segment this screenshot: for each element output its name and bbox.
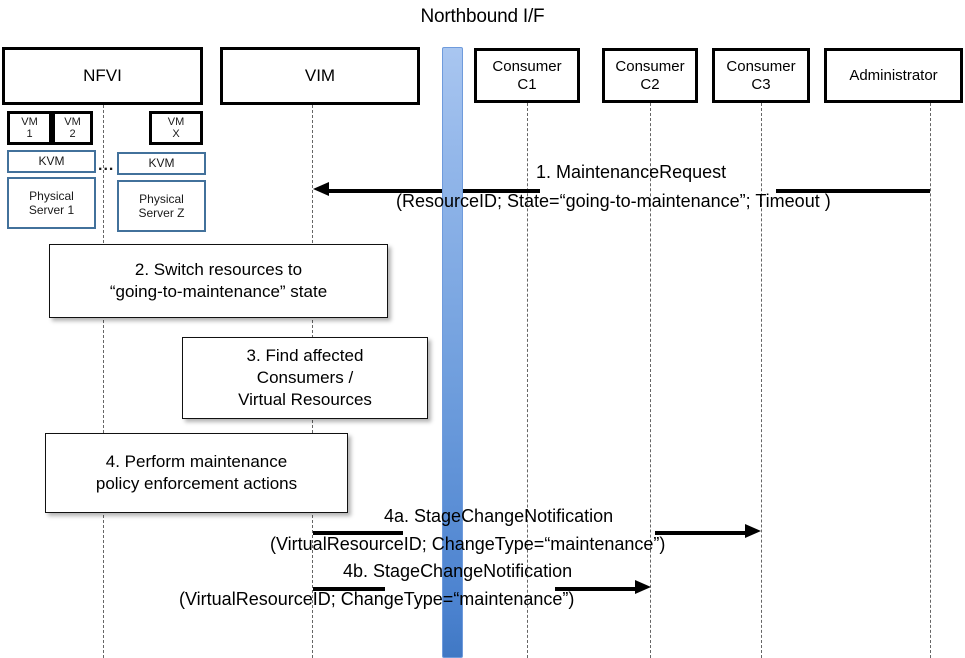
- lifeline-c1: [527, 103, 528, 658]
- message-1-label: 1. MaintenanceRequest: [536, 162, 727, 182]
- actor-box-consumer-c1[interactable]: Consumer C1: [474, 48, 580, 103]
- server-ellipsis: ...: [98, 157, 115, 174]
- actor-box-vim[interactable]: VIM: [220, 47, 420, 105]
- message-4a-label: 4a. StageChangeNotification: [384, 506, 614, 526]
- physical-server-1-line1: Physical: [29, 188, 74, 203]
- step-4-line2: policy enforcement actions: [95, 474, 298, 493]
- actor-label-vim: VIM: [304, 65, 336, 85]
- vm-2-label-line2: 2: [69, 128, 76, 140]
- vm-2-label-line1: VM: [64, 115, 81, 128]
- message-1-params: (ResourceID; State=“going-to-maintenance…: [396, 191, 831, 211]
- kvm-box-1[interactable]: KVM: [7, 150, 96, 173]
- message-4b-params: (VirtualResourceID; ChangeType=“maintena…: [179, 589, 575, 609]
- lifeline-c3: [761, 103, 762, 658]
- actor-label-nfvi: NFVI: [83, 65, 122, 85]
- physical-server-z-line1: Physical: [139, 191, 184, 206]
- kvm-2-label: KVM: [148, 156, 175, 171]
- message-4a-params: (VirtualResourceID; ChangeType=“maintena…: [270, 534, 666, 554]
- message-4a-arrowhead: [745, 524, 761, 538]
- message-4b-label: 4b. StageChangeNotification: [343, 561, 573, 581]
- vm-box-x[interactable]: VM X: [149, 111, 203, 145]
- vm-1-label-line1: VM: [21, 115, 38, 128]
- lifeline-c2: [650, 103, 651, 658]
- actor-box-consumer-c3[interactable]: Consumer C3: [712, 48, 810, 103]
- step-box-2[interactable]: 2. Switch resources to “going-to-mainten…: [49, 244, 388, 318]
- physical-server-box-1[interactable]: Physical Server 1: [7, 177, 96, 229]
- step-3-line2: Consumers /: [256, 368, 354, 388]
- actor-box-administrator[interactable]: Administrator: [824, 48, 963, 103]
- vm-box-2[interactable]: VM 2: [52, 111, 93, 145]
- kvm-box-2[interactable]: KVM: [117, 152, 206, 175]
- physical-server-1-line2: Server 1: [28, 203, 75, 217]
- actor-box-consumer-c2[interactable]: Consumer C2: [602, 48, 698, 103]
- message-1-line-left: [328, 189, 540, 193]
- message-4a-line-right: [655, 531, 745, 535]
- message-4b-line-left: [313, 587, 385, 591]
- actor-box-nfvi[interactable]: NFVI: [2, 47, 203, 105]
- vm-box-1[interactable]: VM 1: [7, 111, 52, 145]
- physical-server-box-z[interactable]: Physical Server Z: [117, 180, 206, 232]
- message-4a-line-left: [313, 531, 403, 535]
- step-2-line1: 2. Switch resources to: [134, 260, 303, 280]
- step-3-line1: 3. Find affected: [246, 346, 364, 366]
- kvm-1-label: KVM: [38, 154, 65, 169]
- actor-label-c1-line1: Consumer: [492, 57, 562, 75]
- step-2-line2: “going-to-maintenance” state: [109, 282, 328, 301]
- actor-label-c1-line2: C1: [517, 75, 537, 93]
- physical-server-z-line2: Server Z: [138, 206, 185, 220]
- lifeline-nfvi: [103, 105, 104, 658]
- actor-label-c3-line1: Consumer: [726, 57, 796, 75]
- message-4b-arrowhead: [635, 580, 651, 594]
- lifeline-administrator: [930, 103, 931, 658]
- step-box-3[interactable]: 3. Find affected Consumers / Virtual Res…: [182, 337, 428, 419]
- actor-label-c2-line1: Consumer: [615, 57, 685, 75]
- step-4-line1: 4. Perform maintenance: [105, 452, 288, 472]
- vm-1-label-line2: 1: [26, 128, 33, 140]
- vm-x-label-line1: VM: [167, 115, 185, 128]
- diagram-title: Northbound I/F: [420, 6, 545, 27]
- vm-x-label-line2: X: [172, 128, 180, 140]
- step-box-4[interactable]: 4. Perform maintenance policy enforcemen…: [45, 433, 348, 513]
- actor-label-c3-line2: C3: [751, 75, 771, 93]
- message-4b-line-right: [555, 587, 635, 591]
- step-3-line3: Virtual Resources: [238, 389, 372, 409]
- actor-label-c2-line2: C2: [640, 75, 660, 93]
- message-1-arrowhead: [313, 182, 329, 196]
- message-1-line-right: [776, 189, 930, 193]
- actor-label-administrator: Administrator: [849, 66, 938, 84]
